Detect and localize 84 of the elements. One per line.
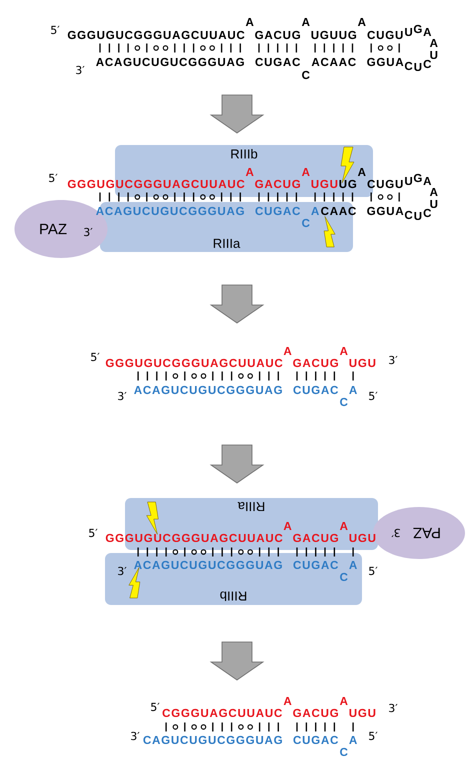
nucleotide: G bbox=[414, 174, 422, 182]
nucleotide-sequence: GGUA bbox=[367, 58, 404, 66]
nucleotide: U bbox=[430, 51, 438, 60]
nucleotide-sequence: ACAAC bbox=[312, 58, 356, 66]
nucleotide-sequence: ACAGUCUGUCGGGUAG bbox=[134, 386, 282, 394]
nucleotide-sequence: UGU bbox=[350, 708, 376, 718]
nucleotide: A bbox=[302, 18, 310, 26]
nucleotide: A bbox=[246, 168, 254, 176]
nucleotide-sequence: GACUG bbox=[255, 30, 300, 40]
nucleotide-sequence: ACAGUCUGUCGGGUAG bbox=[134, 560, 282, 570]
nucleotide: U bbox=[414, 63, 422, 72]
strand-end-label: 5′ bbox=[151, 702, 160, 712]
strand-end-label: 5′ bbox=[51, 26, 60, 34]
strand-end-label: 3′ bbox=[76, 66, 84, 74]
nucleotide: U bbox=[414, 212, 422, 220]
strand-end-label: 5′ bbox=[369, 392, 378, 400]
strand-end-label: 3′ bbox=[389, 704, 398, 712]
nucleotide: A bbox=[349, 386, 357, 394]
strand-end-label: 5′ bbox=[91, 352, 100, 362]
nucleotide-sequence: GGUA bbox=[367, 206, 404, 216]
nucleotide: A bbox=[423, 177, 432, 185]
nucleotide: A bbox=[340, 522, 348, 530]
nucleotide-sequence: GACUG bbox=[293, 534, 338, 542]
nucleotide-sequence: CGGGUAGCUUAUC bbox=[162, 708, 282, 718]
nucleotide-sequence: GGGUGUCGGGUAGCUUAUC bbox=[68, 180, 244, 188]
nucleotide-sequence: CUGU bbox=[368, 30, 403, 40]
nucleotide-sequence: UGU bbox=[350, 534, 376, 542]
strand-end-label: 5′ bbox=[89, 528, 98, 538]
strand-end-label: 3′ bbox=[84, 228, 92, 236]
strand-end-label: 3′ bbox=[392, 528, 400, 538]
nucleotide: A bbox=[349, 736, 357, 744]
nucleotide: U bbox=[430, 200, 438, 208]
nucleotide: U bbox=[405, 177, 412, 185]
strand-end-label: 5′ bbox=[49, 174, 58, 182]
strand-end-label: 3′ bbox=[131, 732, 140, 740]
nucleotide: C bbox=[302, 70, 310, 80]
nucleotide-sequence: CUGAC bbox=[255, 206, 300, 216]
nucleotide: C bbox=[424, 208, 432, 218]
nucleotide: U bbox=[405, 28, 412, 36]
nucleotide: C bbox=[404, 210, 412, 220]
nucleotide: C bbox=[340, 572, 348, 582]
nucleotide: G bbox=[414, 24, 422, 34]
nucleotide-sequence: CUGAC bbox=[293, 736, 338, 744]
nucleotide: C bbox=[340, 748, 348, 756]
nucleotide-sequence: CAGUCUGUCGGGUAG bbox=[143, 736, 282, 744]
nucleotide: A bbox=[349, 561, 357, 569]
nucleotide: C bbox=[302, 218, 310, 228]
nucleotide: A bbox=[246, 18, 254, 26]
nucleotide-sequence: CUGU bbox=[368, 180, 403, 188]
nucleotide-sequence: UGU bbox=[312, 180, 338, 188]
nucleotide-sequence: ACAGUCUGUCGGGUAG bbox=[96, 58, 244, 66]
nucleotide: A bbox=[340, 347, 348, 355]
nucleotide-sequence: GACUG bbox=[293, 708, 338, 718]
nucleotide-sequence: GGGUGUCGGGUAGCUUAUC bbox=[106, 534, 282, 542]
strand-end-label: 3′ bbox=[118, 566, 126, 576]
nucleotide: C bbox=[340, 398, 348, 406]
strand-end-label: 5′ bbox=[369, 566, 378, 576]
nucleotide: C bbox=[404, 62, 412, 70]
strand-end-label: 5′ bbox=[369, 732, 378, 740]
nucleotide-sequence: GGGUGUCGGGUAGCUUAUC bbox=[68, 30, 244, 40]
nucleotide: A bbox=[358, 168, 366, 176]
nucleotide-sequence: CAAC bbox=[321, 206, 356, 216]
nucleotide-sequence: GACUG bbox=[293, 358, 338, 368]
nucleotide: C bbox=[424, 60, 432, 68]
nucleotide: A bbox=[284, 697, 292, 705]
nucleotide-sequence: GACUG bbox=[255, 180, 300, 188]
nucleotide: A bbox=[358, 18, 366, 26]
nucleotide-sequence: CUGAC bbox=[293, 560, 338, 570]
nucleotide-sequence: UG bbox=[339, 180, 356, 188]
strand-end-label: 3′ bbox=[118, 392, 126, 400]
nucleotide: A bbox=[430, 188, 438, 196]
nucleotide: A bbox=[430, 39, 438, 47]
nucleotide: A bbox=[284, 347, 292, 355]
strand-end-label: 3′ bbox=[389, 356, 398, 364]
nucleotide-sequence: UGU bbox=[350, 358, 376, 368]
nucleotide-sequence: GGGUGUCGGGUAGCUUAUC bbox=[106, 358, 282, 368]
nucleotide: A bbox=[423, 28, 432, 36]
nucleotide-sequence: UGUUG bbox=[311, 30, 356, 40]
nucleotide: A bbox=[302, 168, 310, 176]
nucleotide: A bbox=[311, 207, 319, 215]
nucleotide-sequence: CUGAC bbox=[255, 58, 300, 66]
nucleotide: A bbox=[340, 697, 348, 705]
nucleotide: A bbox=[284, 522, 292, 530]
nucleotide-sequence: CUGAC bbox=[293, 386, 338, 394]
